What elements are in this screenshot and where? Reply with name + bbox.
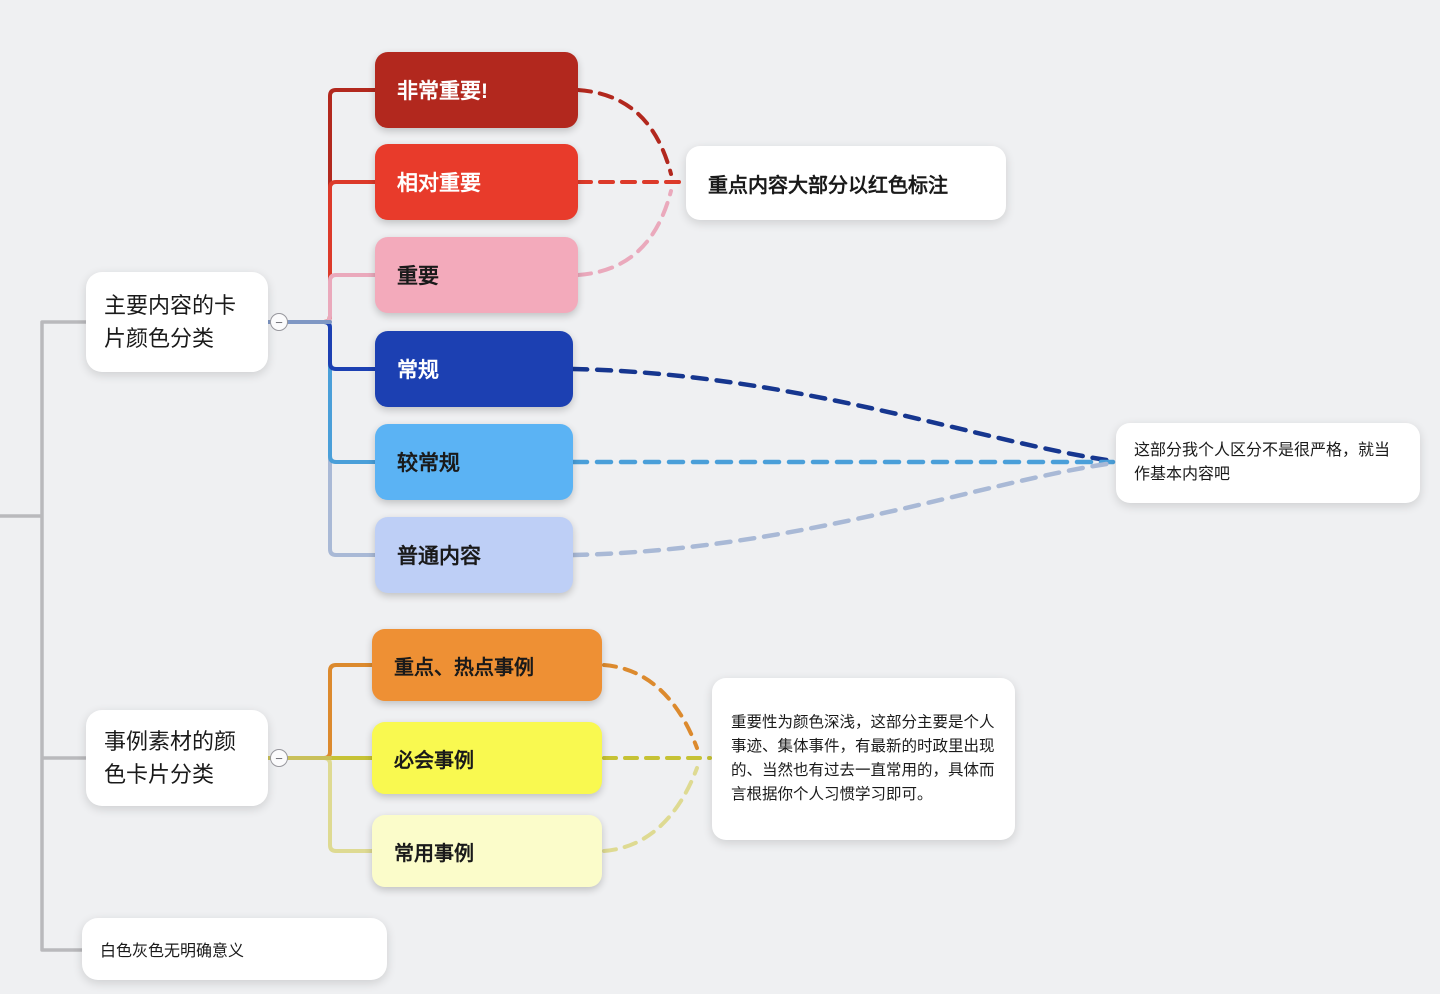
card-label: 必会事例: [394, 749, 474, 772]
card-important[interactable]: 重要: [375, 237, 578, 313]
card-common-examples[interactable]: 常用事例: [372, 815, 602, 887]
annotation-label: 这部分我个人区分不是很严格，就当作基本内容吧: [1134, 442, 1391, 483]
collapse-toggle-example-category[interactable]: −: [270, 749, 288, 767]
card-must-know-examples[interactable]: 必会事例: [372, 722, 602, 794]
dashed-link-common-examples: [602, 766, 699, 853]
annotation-label: 重要性为颜色深浅，这部分主要是个人事迹、集体事件，有最新的时政里出现的、当然也有…: [731, 713, 995, 804]
card-very-important[interactable]: 非常重要!: [375, 52, 578, 128]
dashed-link-ordinary-content: [570, 460, 1116, 558]
card-label: 较常规: [397, 452, 460, 475]
card-label: 非常重要!: [397, 80, 488, 103]
dashed-link-regular: [570, 366, 1116, 464]
node-example-category-label: 事例素材的颜色卡片分类: [104, 729, 237, 787]
card-regular[interactable]: 常规: [375, 331, 573, 407]
node-main-category-label: 主要内容的卡片颜色分类: [104, 293, 237, 351]
node-example-category[interactable]: 事例素材的颜色卡片分类: [86, 710, 268, 806]
card-less-regular[interactable]: 较常规: [375, 424, 573, 500]
card-ordinary-content[interactable]: 普通内容: [375, 517, 573, 593]
annotation-red-note[interactable]: 重点内容大部分以红色标注: [686, 146, 1006, 220]
card-hot-examples[interactable]: 重点、热点事例: [372, 629, 602, 701]
annotation-blue-note[interactable]: 这部分我个人区分不是很严格，就当作基本内容吧: [1116, 423, 1420, 503]
node-neutral-note-label: 白色灰色无明确意义: [100, 943, 245, 960]
branch-line-hot-examples: [266, 663, 374, 760]
card-label: 常用事例: [394, 842, 474, 865]
annotation-label: 重点内容大部分以红色标注: [708, 174, 948, 197]
minus-icon: −: [275, 750, 283, 766]
minus-icon: −: [275, 314, 283, 330]
card-label: 普通内容: [397, 545, 481, 568]
branch-line-very-important: [266, 88, 377, 324]
dashed-link-hot-examples: [602, 663, 699, 750]
dashed-link-very-important: [576, 88, 673, 176]
card-label: 常规: [397, 359, 439, 382]
card-relatively-important[interactable]: 相对重要: [375, 144, 578, 220]
node-main-category[interactable]: 主要内容的卡片颜色分类: [86, 272, 268, 372]
card-label: 相对重要: [397, 172, 481, 195]
annotation-example-note[interactable]: 重要性为颜色深浅，这部分主要是个人事迹、集体事件，有最新的时政里出现的、当然也有…: [712, 678, 1015, 840]
card-label: 重点、热点事例: [394, 656, 534, 679]
collapse-toggle-main-category[interactable]: −: [270, 313, 288, 331]
branch-line-ordinary-content: [266, 320, 377, 557]
branch-line-common-examples: [266, 756, 374, 853]
trunk-line: [0, 320, 88, 952]
dashed-link-important: [576, 189, 673, 277]
card-label: 重要: [397, 265, 439, 288]
branch-line-less-regular: [266, 320, 377, 464]
branch-line-relatively-important: [266, 180, 377, 324]
node-neutral-note[interactable]: 白色灰色无明确意义: [82, 918, 387, 980]
